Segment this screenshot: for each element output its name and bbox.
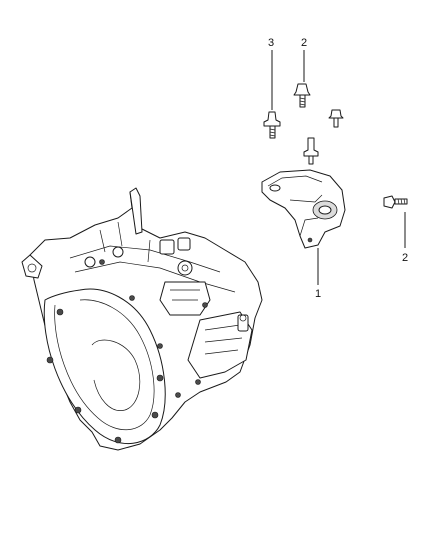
bolt-small-middle	[328, 109, 344, 128]
callout-2-top: 2	[301, 37, 307, 49]
callout-1: 1	[315, 288, 321, 300]
transmission-assembly	[21, 187, 263, 451]
stud-bolt	[303, 137, 319, 165]
callout-3: 3	[268, 37, 274, 49]
bolt-2-upper	[293, 83, 311, 108]
bolt-2-right	[383, 195, 408, 209]
bolt-3	[263, 111, 281, 139]
leader-lines	[271, 50, 406, 285]
transmission-mount-bracket	[261, 169, 346, 249]
callout-2-right: 2	[402, 252, 408, 264]
